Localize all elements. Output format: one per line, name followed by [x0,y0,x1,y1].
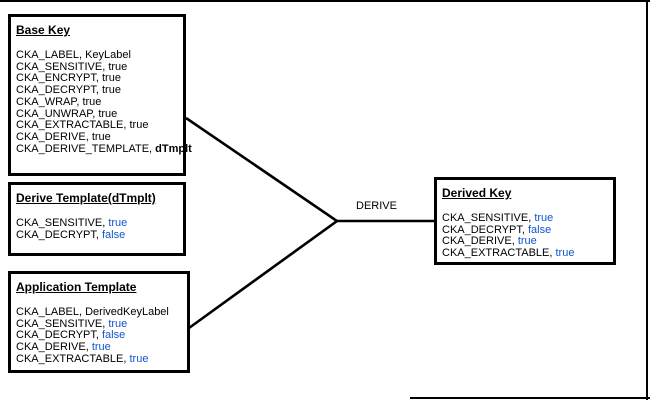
attribute-name: CKA_ENCRYPT, [16,72,102,85]
attribute-value: false [528,223,552,236]
attribute-name: CKA_UNWRAP, [16,107,99,120]
attribute-row: CKA_SENSITIVE, true [16,217,178,230]
attribute-row: CKA_UNWRAP, true [16,107,178,121]
attribute-row: CKA_EXTRACTABLE, true [16,119,178,132]
attribute-row: CKA_DERIVE_TEMPLATE, dTmplt [16,142,192,156]
attribute-row: CKA_EXTRACTABLE, true [442,247,608,260]
attribute-name: CKA_SENSITIVE, [442,212,535,224]
derive-template-box: Derive Template(dTmplt) CKA_SENSITIVE, t… [8,182,186,256]
attribute-row: CKA_ENCRYPT, true [16,73,178,85]
attribute-name: CKA_DERIVE, [16,341,92,354]
attribute-row: CKA_SENSITIVE, true [16,60,178,74]
attribute-row: CKA_DERIVE, true [16,130,178,144]
attribute-name: CKA_DERIVE, [16,130,92,143]
attribute-row: CKA_LABEL, KeyLabel [16,49,178,62]
page-border-top [0,0,650,2]
attribute-row: CKA_DECRYPT, true [16,84,178,97]
attribute-name: CKA_EXTRACTABLE, [16,119,130,132]
attribute-name: CKA_SENSITIVE, [16,317,109,330]
attribute-value: true [534,212,554,224]
attribute-row: CKA_EXTRACTABLE, true [16,352,182,366]
application-template-title: Application Template [16,280,137,294]
attribute-value: false [102,228,126,241]
attribute-name: CKA_SENSITIVE, [16,217,109,229]
attribute-value: true [555,247,575,260]
attribute-value: true [91,341,111,354]
attribute-row: CKA_DECRYPT, false [442,223,608,237]
attribute-value: true [82,95,102,108]
attribute-row: CKA_DECRYPT, false [16,228,178,242]
fan-in-lines [185,116,340,330]
attribute-value: true [129,352,149,365]
attribute-name: CKA_EXTRACTABLE, [442,247,556,260]
attribute-name: CKA_LABEL, [16,306,86,318]
attribute-name: CKA_LABEL, [16,49,86,61]
attribute-row: CKA_LABEL, DerivedKeyLabel [16,306,182,319]
attribute-value: true [108,60,128,73]
base-key-title: Base Key [16,23,71,37]
attribute-name: CKA_SENSITIVE, [16,60,109,73]
attribute-name: CKA_DECRYPT, [16,329,102,342]
attribute-value: true [108,217,128,229]
attribute-row: CKA_DECRYPT, false [16,330,182,342]
attribute-row: CKA_DERIVE, true [442,236,608,248]
attribute-name: CKA_DECRYPT, [442,223,528,236]
attribute-value: true [517,235,537,248]
attribute-value: DerivedKeyLabel [85,306,169,318]
attribute-value: true [102,84,121,97]
attribute-value: true [108,317,128,330]
attribute-row: CKA_WRAP, true [16,95,178,109]
derived-key-title: Derived Key [442,186,512,200]
attribute-value: true [102,72,121,85]
attribute-value: dTmplt [155,142,192,155]
application-template-box: Application Template CKA_LABEL, DerivedK… [8,271,190,373]
attribute-name: CKA_DERIVE_TEMPLATE, [16,142,156,155]
page-border-bottom [410,397,650,399]
attribute-name: CKA_WRAP, [16,95,83,108]
attribute-value: true [129,119,149,132]
attribute-row: CKA_DERIVE, true [16,341,182,354]
attribute-name: CKA_DECRYPT, [16,228,102,241]
attribute-name: CKA_EXTRACTABLE, [16,352,130,365]
attribute-value: true [98,107,118,120]
attribute-name: CKA_DERIVE, [442,235,518,248]
derive-label: DERIVE [356,200,397,212]
attribute-value: false [102,329,126,342]
attribute-value: KeyLabel [85,49,131,61]
page-border-right [646,0,648,400]
attribute-row: CKA_SENSITIVE, true [16,317,182,331]
attribute-row: CKA_SENSITIVE, true [442,212,608,225]
attribute-value: true [91,130,111,143]
attribute-name: CKA_DECRYPT, [16,84,102,97]
derive-template-title: Derive Template(dTmplt) [16,191,156,205]
